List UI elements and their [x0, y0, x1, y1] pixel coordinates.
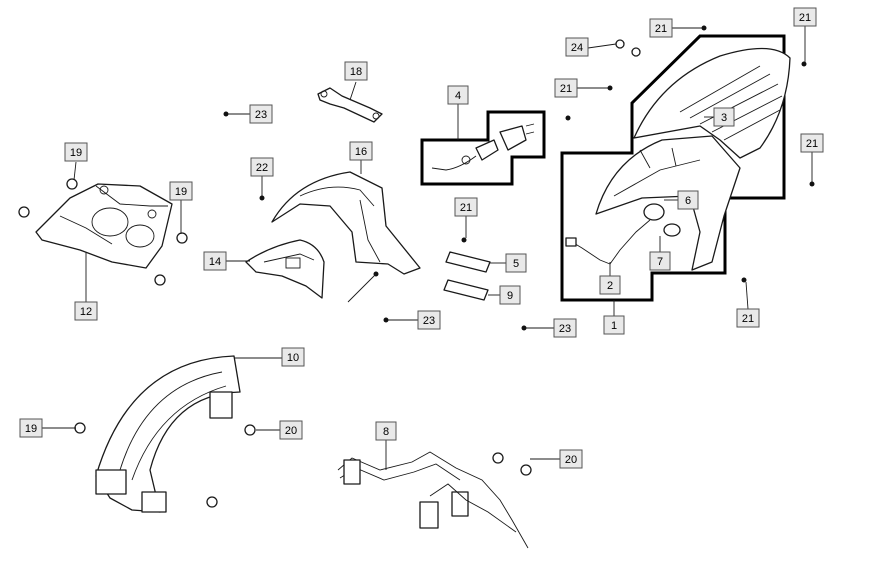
pad-part-5 [445, 251, 491, 273]
callout-part-14: 14 [203, 251, 250, 271]
fastener-19-a [18, 178, 78, 218]
callout-part-16: 16 [349, 141, 373, 174]
callout-part-12: 12 [74, 252, 98, 321]
callout-part-8: 8 [375, 421, 397, 470]
callout-label: 12 [80, 306, 92, 318]
callout-label: 10 [287, 352, 299, 364]
frame-bracket-part [337, 451, 529, 549]
callout-label: 20 [285, 425, 297, 437]
callout-part-19-c: 19 [19, 418, 76, 438]
callout-label: 8 [383, 426, 389, 438]
callout-label: 21 [560, 83, 572, 95]
tail-light-assembly-frame [560, 34, 786, 302]
callout-label: 21 [460, 202, 472, 214]
under-seat-tray-part [35, 183, 173, 269]
callout-part-21-c: 21 [554, 78, 608, 98]
pad-part-9 [443, 279, 489, 301]
callout-part-10: 10 [234, 347, 305, 367]
callout-part-23-a: 23 [228, 104, 273, 124]
fastener-20-b [492, 452, 532, 476]
callout-part-23-c: 23 [526, 318, 577, 338]
callout-label: 19 [175, 186, 187, 198]
fastener-19-b [154, 232, 188, 286]
callout-part-21-e: 21 [454, 197, 478, 238]
callout-part-7: 7 [649, 236, 671, 271]
callout-label: 6 [685, 195, 691, 207]
callout-label: 24 [571, 42, 583, 54]
callout-part-3: 3 [704, 107, 735, 127]
callout-part-9: 9 [488, 285, 521, 305]
callout-label: 7 [657, 256, 663, 268]
callout-part-2: 2 [599, 262, 621, 295]
callout-part-21-d: 21 [800, 133, 824, 182]
bracket-part [317, 87, 383, 123]
callout-label: 5 [513, 258, 519, 270]
callout-label: 21 [806, 138, 818, 150]
callout-label: 21 [799, 12, 811, 24]
callout-part-18: 18 [344, 61, 368, 101]
callout-part-21-b: 21 [793, 7, 817, 62]
screw-22 [259, 195, 265, 201]
callout-part-4: 4 [447, 85, 469, 140]
callout-label: 1 [611, 320, 617, 332]
callout-label: 23 [423, 315, 435, 327]
callout-label: 21 [655, 23, 667, 35]
callout-label: 3 [721, 112, 727, 124]
callout-part-20-a: 20 [256, 420, 303, 440]
callout-label: 2 [607, 280, 613, 292]
callout-part-5: 5 [490, 253, 527, 273]
fastener-20-a [206, 424, 256, 508]
license-light-part [431, 123, 535, 171]
fastener-24 [615, 39, 641, 57]
callout-part-19-b: 19 [169, 181, 193, 234]
callout-label: 4 [455, 90, 461, 102]
callout-part-22: 22 [250, 157, 274, 196]
callout-part-20-b: 20 [530, 449, 583, 469]
callout-label: 23 [255, 109, 267, 121]
splash-guard-part [245, 239, 325, 299]
callout-part-19-a: 19 [64, 142, 88, 181]
callout-label: 16 [355, 146, 367, 158]
callout-label: 18 [350, 66, 362, 78]
tail-light-lens-part [633, 47, 791, 159]
callout-label: 20 [565, 454, 577, 466]
screws-21 [461, 25, 815, 283]
callout-label: 19 [25, 423, 37, 435]
callout-part-1: 1 [603, 300, 625, 335]
rear-fender-part [95, 355, 241, 513]
callout-part-6: 6 [664, 190, 699, 210]
callout-label: 21 [742, 313, 754, 325]
tail-light-housing-part [595, 135, 741, 271]
callout-label: 19 [70, 147, 82, 159]
callout-label: 9 [507, 290, 513, 302]
rear-inner-fender-part [271, 171, 421, 275]
callout-part-24: 24 [565, 37, 617, 57]
callout-part-23-b: 23 [388, 310, 441, 330]
license-light-assembly-frame [420, 110, 546, 186]
callout-label: 14 [209, 256, 221, 268]
fastener-19-c [74, 422, 86, 434]
callout-label: 22 [256, 162, 268, 174]
callout-part-21-a: 21 [649, 18, 702, 38]
callout-part-21-f: 21 [736, 281, 760, 328]
callout-label: 23 [559, 323, 571, 335]
